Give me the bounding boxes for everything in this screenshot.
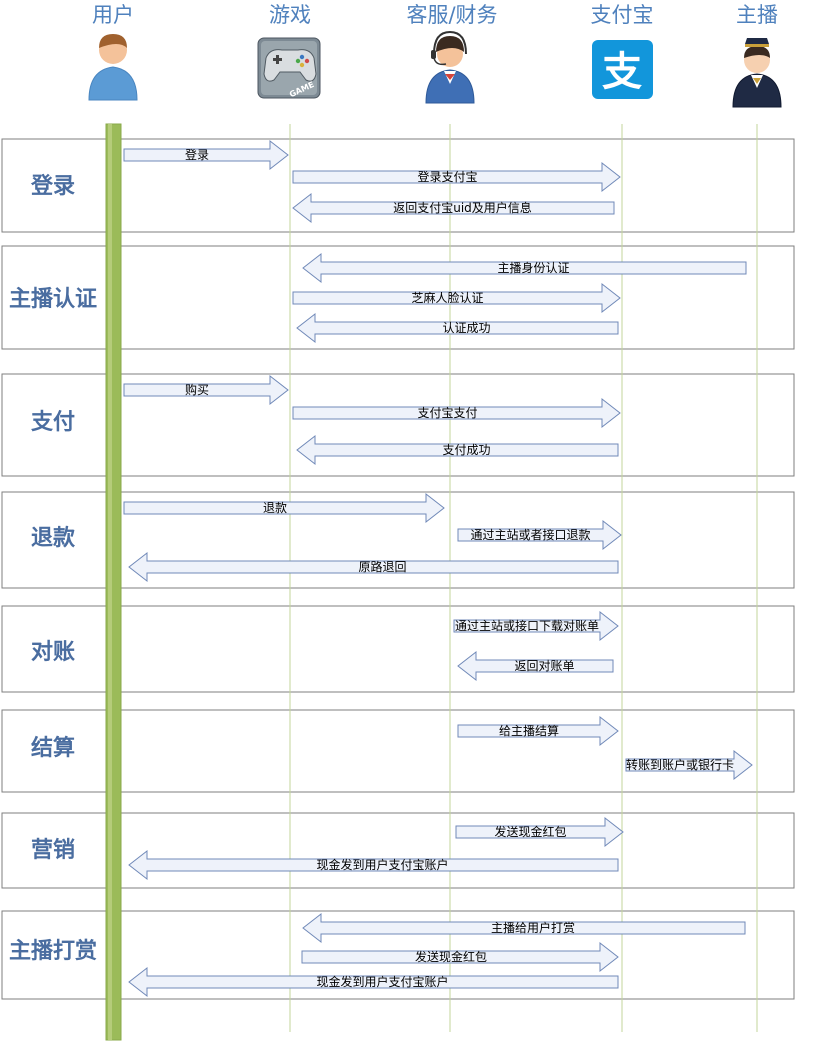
arrow-shape xyxy=(455,816,624,848)
arrow-shape xyxy=(457,519,622,551)
arrow-shape xyxy=(292,282,621,314)
message-arrow-service-to-alipay: 通过主站或接口下载对账单 xyxy=(453,610,619,642)
message-arrow-user-to-service: 退款 xyxy=(123,492,445,524)
section-label: 退款 xyxy=(31,525,76,551)
arrow-shape xyxy=(292,192,615,224)
game-controller-icon: GAME xyxy=(257,37,321,99)
message-label: 发送现金红包 xyxy=(494,824,566,839)
arrow-shape xyxy=(292,161,621,193)
alipay-logo-icon: 支 xyxy=(592,40,653,99)
message-label: 主播给用户打赏 xyxy=(491,920,575,935)
message-label: 芝麻人脸认证 xyxy=(411,290,483,305)
message-arrow-user-to-game: 登录 xyxy=(123,139,289,171)
message-arrow-alipay-to-anchor: 转账到账户或银行卡 xyxy=(625,749,753,781)
message-label: 返回支付宝uid及用户信息 xyxy=(393,200,532,215)
message-label: 通过主站或接口下载对账单 xyxy=(455,618,599,633)
section-label: 登录 xyxy=(30,174,75,199)
arrow-shape xyxy=(453,610,619,642)
message-arrow-alipay-to-game: 认证成功 xyxy=(296,312,619,344)
message-arrow-anchor-to-game: 主播身份认证 xyxy=(302,252,747,284)
message-label: 认证成功 xyxy=(442,321,490,335)
message-arrow-service-to-alipay: 发送现金红包 xyxy=(455,816,624,848)
arrow-shape xyxy=(292,397,621,429)
message-label: 主播身份认证 xyxy=(497,260,569,275)
message-label: 支付宝支付 xyxy=(417,406,477,420)
arrow-shape xyxy=(128,966,619,998)
actor-name-anchor: 主播 xyxy=(736,3,778,27)
actor-name-game: 游戏 xyxy=(269,3,311,27)
section-frame xyxy=(1,812,795,889)
actor-name-user: 用户 xyxy=(92,3,134,27)
message-arrow-service-to-alipay: 通过主站或者接口退款 xyxy=(457,519,622,551)
arrow-shape xyxy=(302,252,747,284)
activation-bar-highlight xyxy=(108,124,112,1040)
actor-name-alipay: 支付宝 xyxy=(591,3,654,27)
message-label: 登录支付宝 xyxy=(417,169,477,184)
message-label: 通过主站或者接口退款 xyxy=(470,527,590,542)
message-arrow-game-to-alipay: 芝麻人脸认证 xyxy=(292,282,621,314)
arrow-shape xyxy=(457,715,619,747)
arrow-shape xyxy=(123,374,289,406)
section-frame xyxy=(1,709,795,793)
message-label: 登录 xyxy=(185,147,209,162)
arrow-shape xyxy=(296,434,619,466)
message-label: 原路退回 xyxy=(358,559,406,574)
section-label: 主播打赏 xyxy=(9,939,97,964)
section-label: 结算 xyxy=(31,735,75,761)
arrow-shape xyxy=(128,551,619,583)
message-label: 现金发到用户支付宝账户 xyxy=(316,857,448,872)
arrow-shape xyxy=(123,492,445,524)
section-label: 对账 xyxy=(31,640,75,665)
anchor-host-icon xyxy=(732,38,782,108)
message-arrow-game-to-alipay: 发送现金红包 xyxy=(301,941,619,973)
message-arrow-alipay-to-user: 现金发到用户支付宝账户 xyxy=(128,966,619,998)
message-label: 发送现金红包 xyxy=(415,949,487,964)
alipay-logo-glyph: 支 xyxy=(602,49,642,95)
message-arrow-game-to-alipay: 支付宝支付 xyxy=(292,397,621,429)
arrow-shape xyxy=(457,650,614,682)
arrow-shape xyxy=(123,139,289,171)
message-label: 退款 xyxy=(263,501,287,515)
message-arrow-alipay-to-game: 返回支付宝uid及用户信息 xyxy=(292,192,615,224)
message-label: 现金发到用户支付宝账户 xyxy=(316,974,448,989)
user-person-icon xyxy=(88,34,138,101)
arrow-shape xyxy=(296,312,619,344)
message-label: 购买 xyxy=(185,382,209,397)
section-label: 营销 xyxy=(31,838,75,863)
message-arrow-user-to-game: 购买 xyxy=(123,374,289,406)
actor-name-service: 客服/财务 xyxy=(406,3,497,27)
message-arrow-alipay-to-game: 支付成功 xyxy=(296,434,619,466)
arrow-shape xyxy=(302,912,746,944)
message-label: 返回对账单 xyxy=(514,659,574,673)
customer-service-agent-icon xyxy=(425,30,475,104)
section-frame xyxy=(1,605,795,693)
section-label: 支付 xyxy=(31,410,75,435)
arrow-shape xyxy=(625,749,753,781)
message-arrow-anchor-to-game: 主播给用户打赏 xyxy=(302,912,746,944)
section-label: 主播认证 xyxy=(9,287,97,312)
arrow-shape xyxy=(301,941,619,973)
message-arrow-service-to-alipay: 给主播结算 xyxy=(457,715,619,747)
message-arrow-alipay-to-user: 原路退回 xyxy=(128,551,619,583)
message-arrow-game-to-alipay: 登录支付宝 xyxy=(292,161,621,193)
arrow-shape xyxy=(128,849,619,881)
message-arrow-alipay-to-service: 返回对账单 xyxy=(457,650,614,682)
message-label: 支付成功 xyxy=(442,443,490,457)
message-label: 给主播结算 xyxy=(499,723,559,738)
message-label: 转账到账户或银行卡 xyxy=(626,757,734,772)
message-arrow-alipay-to-user: 现金发到用户支付宝账户 xyxy=(128,849,619,881)
